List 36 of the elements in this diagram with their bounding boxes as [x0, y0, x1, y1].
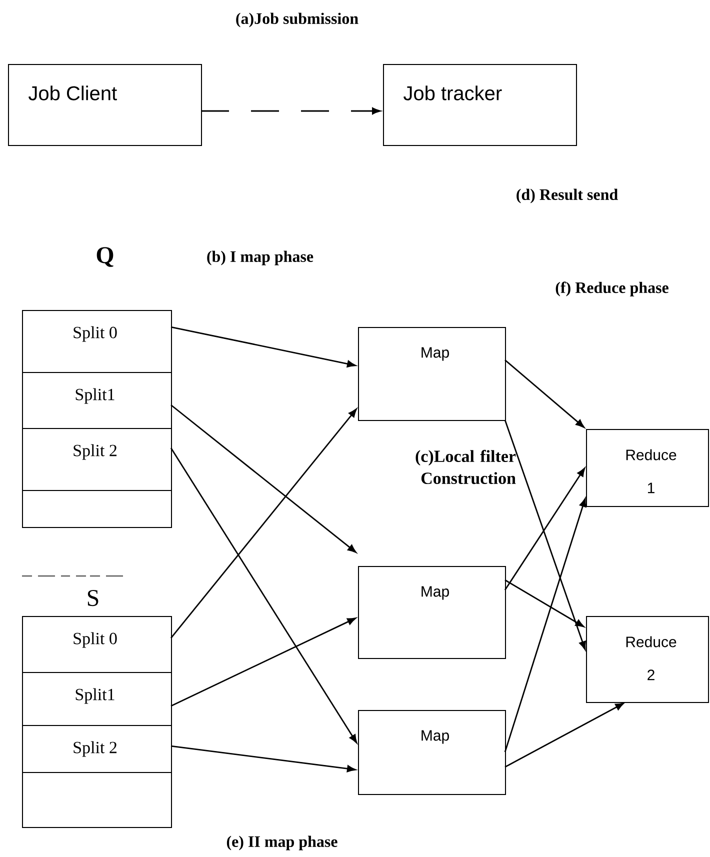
split-cell: Split 2: [22, 725, 172, 773]
arrow: [504, 468, 586, 590]
empty-cell: [22, 490, 172, 528]
map-box: Map: [358, 566, 506, 659]
process-box: Job tracker: [383, 64, 577, 146]
phase-label: (f) Reduce phase: [556, 282, 668, 296]
arrow: [170, 326, 356, 368]
arrow: [504, 702, 624, 768]
map-box: Map: [358, 327, 506, 421]
set-label: S: [88, 590, 98, 606]
reduce-box: Reduce 1: [586, 429, 709, 507]
empty-cell: [22, 772, 172, 828]
reduce-box: Reduce 2: [586, 616, 709, 703]
arrow: [201, 108, 381, 114]
arrow: [504, 498, 586, 752]
arrow: [170, 408, 357, 638]
split-cell: Split1: [22, 372, 172, 429]
process-box: Job Client: [8, 64, 202, 146]
split-cell: Split1: [22, 672, 172, 726]
phase-label: (b) I map phase: [207, 250, 314, 266]
arrow: [170, 618, 356, 707]
split-cell: Split 0: [22, 310, 172, 373]
arrow: [504, 579, 584, 628]
arrow: [170, 448, 358, 744]
arrow: [504, 420, 586, 650]
phase-label: (c)Local filter Construction: [416, 450, 516, 484]
split-cell: Split 2: [22, 428, 172, 491]
arrow: [170, 404, 356, 553]
arrow: [170, 745, 356, 772]
map-box: Map: [358, 710, 506, 795]
split-cell: Split 0: [22, 616, 172, 673]
phase-label: (e) II map phase: [226, 836, 338, 850]
set-label: Q: [96, 247, 114, 267]
phase-label: (a)Job submission: [236, 12, 358, 28]
arrow: [504, 359, 584, 428]
phase-label: (d) Result send: [516, 188, 618, 204]
